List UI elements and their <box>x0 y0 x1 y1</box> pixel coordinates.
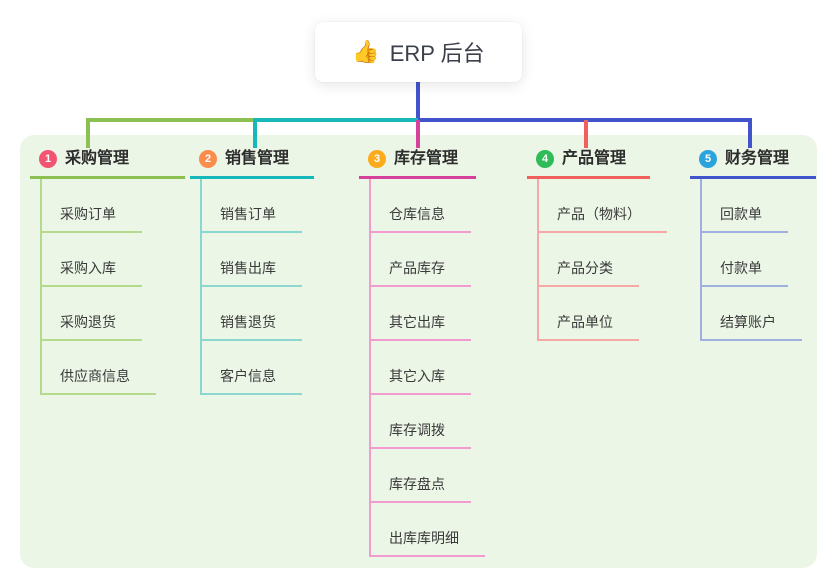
thumbs-up-icon: 👍 <box>352 39 380 64</box>
connector-drop-3 <box>416 120 420 148</box>
branch-label: 财务管理 <box>725 150 790 167</box>
child-node[interactable]: 产品分类 <box>539 233 639 287</box>
branch-children: 产品（物料）产品分类产品单位 <box>537 179 667 341</box>
root-node-label: ERP 后台 <box>389 41 485 66</box>
branch-label: 销售管理 <box>225 150 290 167</box>
child-node[interactable]: 销售订单 <box>202 179 302 233</box>
child-node[interactable]: 付款单 <box>702 233 788 287</box>
branch-5: 5 财务管理 回款单付款单结算账户 <box>690 148 816 341</box>
connector-drop-4 <box>584 120 588 148</box>
child-node[interactable]: 采购退货 <box>42 287 142 341</box>
branch-number-badge: 3 <box>368 150 386 168</box>
branch-number-badge: 1 <box>39 150 57 168</box>
connector-drop-1 <box>86 120 90 148</box>
child-node[interactable]: 仓库信息 <box>371 179 471 233</box>
child-node[interactable]: 其它入库 <box>371 341 471 395</box>
child-node[interactable]: 库存调拨 <box>371 395 471 449</box>
branch-title-node[interactable]: 3 库存管理 <box>359 148 476 179</box>
connector-bus-segment <box>253 118 418 122</box>
connector-drop-2 <box>253 120 257 148</box>
child-node[interactable]: 销售退货 <box>202 287 302 341</box>
branch-2: 2 销售管理 销售订单销售出库销售退货客户信息 <box>190 148 314 395</box>
branch-children: 采购订单采购入库采购退货供应商信息 <box>40 179 185 395</box>
branch-label: 采购管理 <box>65 150 130 167</box>
child-node[interactable]: 供应商信息 <box>42 341 156 395</box>
root-node-erp[interactable]: 👍 ERP 后台 <box>315 22 522 82</box>
child-node[interactable]: 客户信息 <box>202 341 302 395</box>
branch-children: 回款单付款单结算账户 <box>700 179 816 341</box>
connector-bus-segment <box>86 118 253 122</box>
branch-number-badge: 2 <box>199 150 217 168</box>
branch-number-badge: 4 <box>536 150 554 168</box>
branch-children: 销售订单销售出库销售退货客户信息 <box>200 179 314 395</box>
child-node[interactable]: 产品库存 <box>371 233 471 287</box>
mindmap-panel <box>20 135 817 568</box>
child-node[interactable]: 结算账户 <box>702 287 802 341</box>
branch-title-node[interactable]: 5 财务管理 <box>690 148 816 179</box>
connector-root-stub <box>416 80 420 122</box>
branch-label: 库存管理 <box>394 150 459 167</box>
branch-3: 3 库存管理 仓库信息产品库存其它出库其它入库库存调拨库存盘点出库库明细 <box>359 148 485 557</box>
child-node[interactable]: 回款单 <box>702 179 788 233</box>
branch-number-badge: 5 <box>699 150 717 168</box>
child-node[interactable]: 销售出库 <box>202 233 302 287</box>
branch-children: 仓库信息产品库存其它出库其它入库库存调拨库存盘点出库库明细 <box>369 179 485 557</box>
branch-title-node[interactable]: 4 产品管理 <box>527 148 650 179</box>
child-node[interactable]: 产品（物料） <box>539 179 667 233</box>
child-node[interactable]: 出库库明细 <box>371 503 485 557</box>
child-node[interactable]: 采购订单 <box>42 179 142 233</box>
branch-label: 产品管理 <box>562 150 627 167</box>
branch-title-node[interactable]: 2 销售管理 <box>190 148 314 179</box>
connector-drop-5 <box>748 120 752 148</box>
child-node[interactable]: 其它出库 <box>371 287 471 341</box>
branch-4: 4 产品管理 产品（物料）产品分类产品单位 <box>527 148 667 341</box>
child-node[interactable]: 产品单位 <box>539 287 639 341</box>
child-node[interactable]: 采购入库 <box>42 233 142 287</box>
branch-title-node[interactable]: 1 采购管理 <box>30 148 185 179</box>
branch-1: 1 采购管理 采购订单采购入库采购退货供应商信息 <box>30 148 185 395</box>
child-node[interactable]: 库存盘点 <box>371 449 471 503</box>
